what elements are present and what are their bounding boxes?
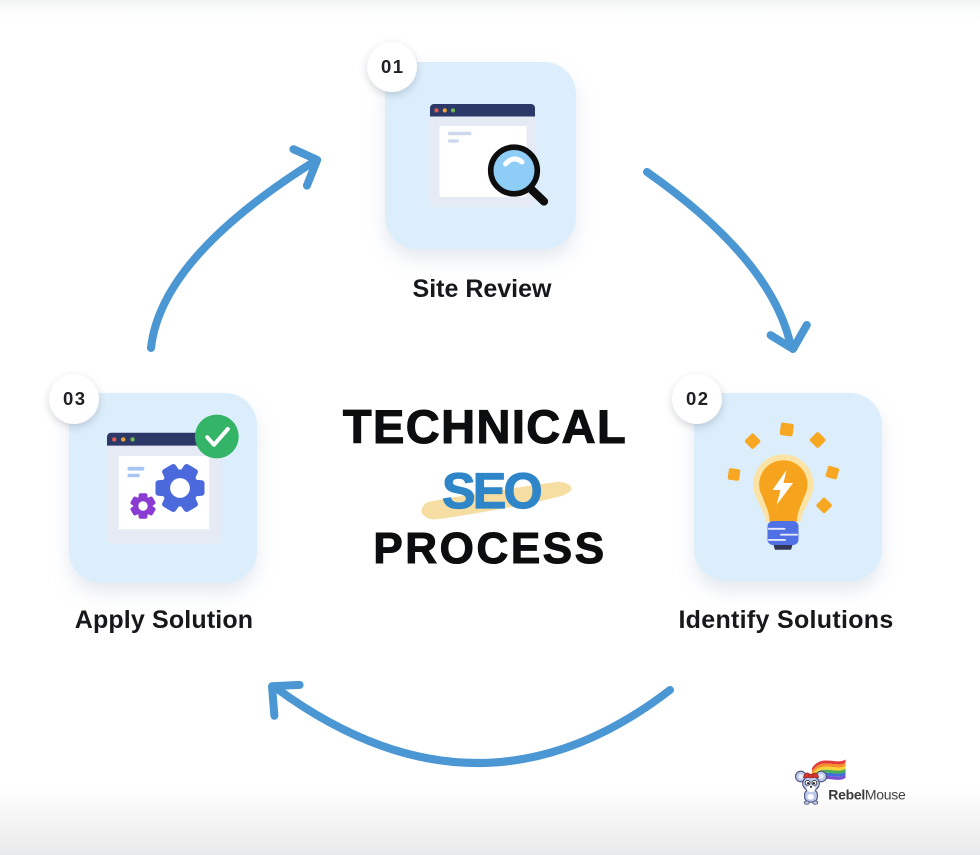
svg-text:RebelMouse: RebelMouse xyxy=(828,786,906,802)
